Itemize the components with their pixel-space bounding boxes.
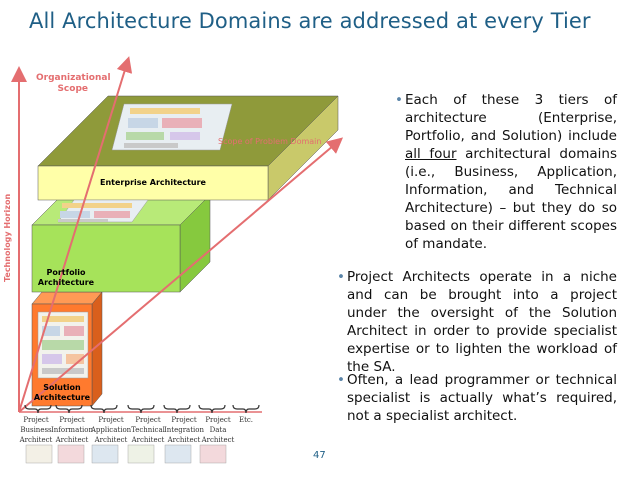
role-etc: Etc. [238, 416, 254, 424]
portfolio-mini-sheets [57, 199, 149, 223]
enterprise-tier-front [37, 165, 269, 201]
organizational-scope-label: Organizational Scope [36, 73, 111, 94]
role-braces [24, 404, 260, 414]
role-project-data-architect: Project Data Architect [201, 416, 235, 444]
solution-architecture-label: Solution Architecture [33, 383, 91, 402]
solution-mini-sheets [37, 311, 89, 379]
bullet-text: Project Architects operate in a niche an… [347, 269, 617, 375]
bullet-lead-programmer: •Often, a lead programmer or technical s… [337, 371, 617, 425]
bullet-text: architectural domains (i.e., Business, A… [405, 146, 617, 252]
role-project-integration-architect: Project Integration Architect [164, 416, 205, 444]
problem-domain-label: Scope of Problem Domain [218, 137, 322, 146]
bullet-dot: • [337, 269, 345, 285]
enterprise-mini-sheets [111, 103, 233, 151]
portfolio-architecture-label: Portfolio Architecture [37, 268, 95, 287]
page-number: 47 [313, 450, 326, 461]
bullet-text: Each of these 3 tiers of architecture (E… [405, 92, 617, 144]
bullet-tiers-domains: •Each of these 3 tiers of architecture (… [395, 91, 617, 253]
role-project-business-architect: Project Business Architect [19, 416, 53, 444]
bullet-dot: • [395, 92, 403, 108]
page-title: All Architecture Domains are addressed a… [29, 9, 591, 33]
technology-horizon-label: Technology Horizon [3, 193, 12, 282]
bullet-project-architects: •Project Architects operate in a niche a… [337, 268, 617, 376]
role-project-technical-architect: Project Technical Architect [131, 416, 165, 444]
enterprise-architecture-label: Enterprise Architecture [100, 178, 206, 187]
bullet-underlined-text: all four [405, 146, 457, 162]
organizational-scope-axis [18, 56, 133, 413]
bullet-dot: • [337, 372, 345, 388]
role-project-application-architect: Project Application Architect [90, 416, 132, 444]
problem-domain-axis [18, 137, 344, 413]
role-project-information-architect: Project Information Architect [51, 416, 94, 444]
role-thumbnails [25, 444, 227, 464]
solution-tier-top [31, 291, 103, 305]
bullet-text: Often, a lead programmer or technical sp… [347, 372, 617, 424]
portfolio-tier-front [31, 224, 181, 293]
